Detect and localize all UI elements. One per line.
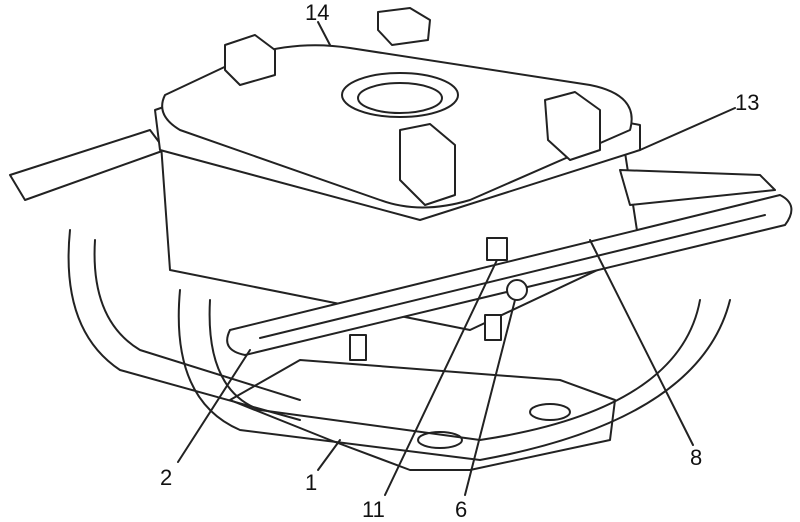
base-hole <box>417 431 463 449</box>
block-11 <box>486 237 508 261</box>
u-frame-left <box>67 229 301 421</box>
u-frame-front-inner <box>208 299 701 441</box>
label-1: 1 <box>305 470 318 495</box>
clips <box>224 7 601 206</box>
right-rod <box>619 169 776 206</box>
label-6: 6 <box>455 497 468 522</box>
label-13: 13 <box>735 90 760 115</box>
label-14: 14 <box>305 0 330 25</box>
slot <box>259 214 766 339</box>
post-right <box>484 314 502 341</box>
center-hole-inner <box>357 82 443 114</box>
label-11: 11 <box>362 497 385 522</box>
label-2: 2 <box>160 465 173 490</box>
post-left <box>349 334 367 361</box>
center-hole <box>341 72 459 118</box>
left-rod <box>9 129 166 201</box>
label-8: 8 <box>690 445 703 470</box>
leader-lines <box>177 21 736 496</box>
u-frame-left-inner <box>93 239 301 401</box>
base-hole <box>529 403 571 421</box>
slotted-rod <box>226 194 793 356</box>
knob-6 <box>506 279 528 301</box>
top-plate-14 <box>161 44 633 209</box>
u-frame-front <box>177 289 731 461</box>
